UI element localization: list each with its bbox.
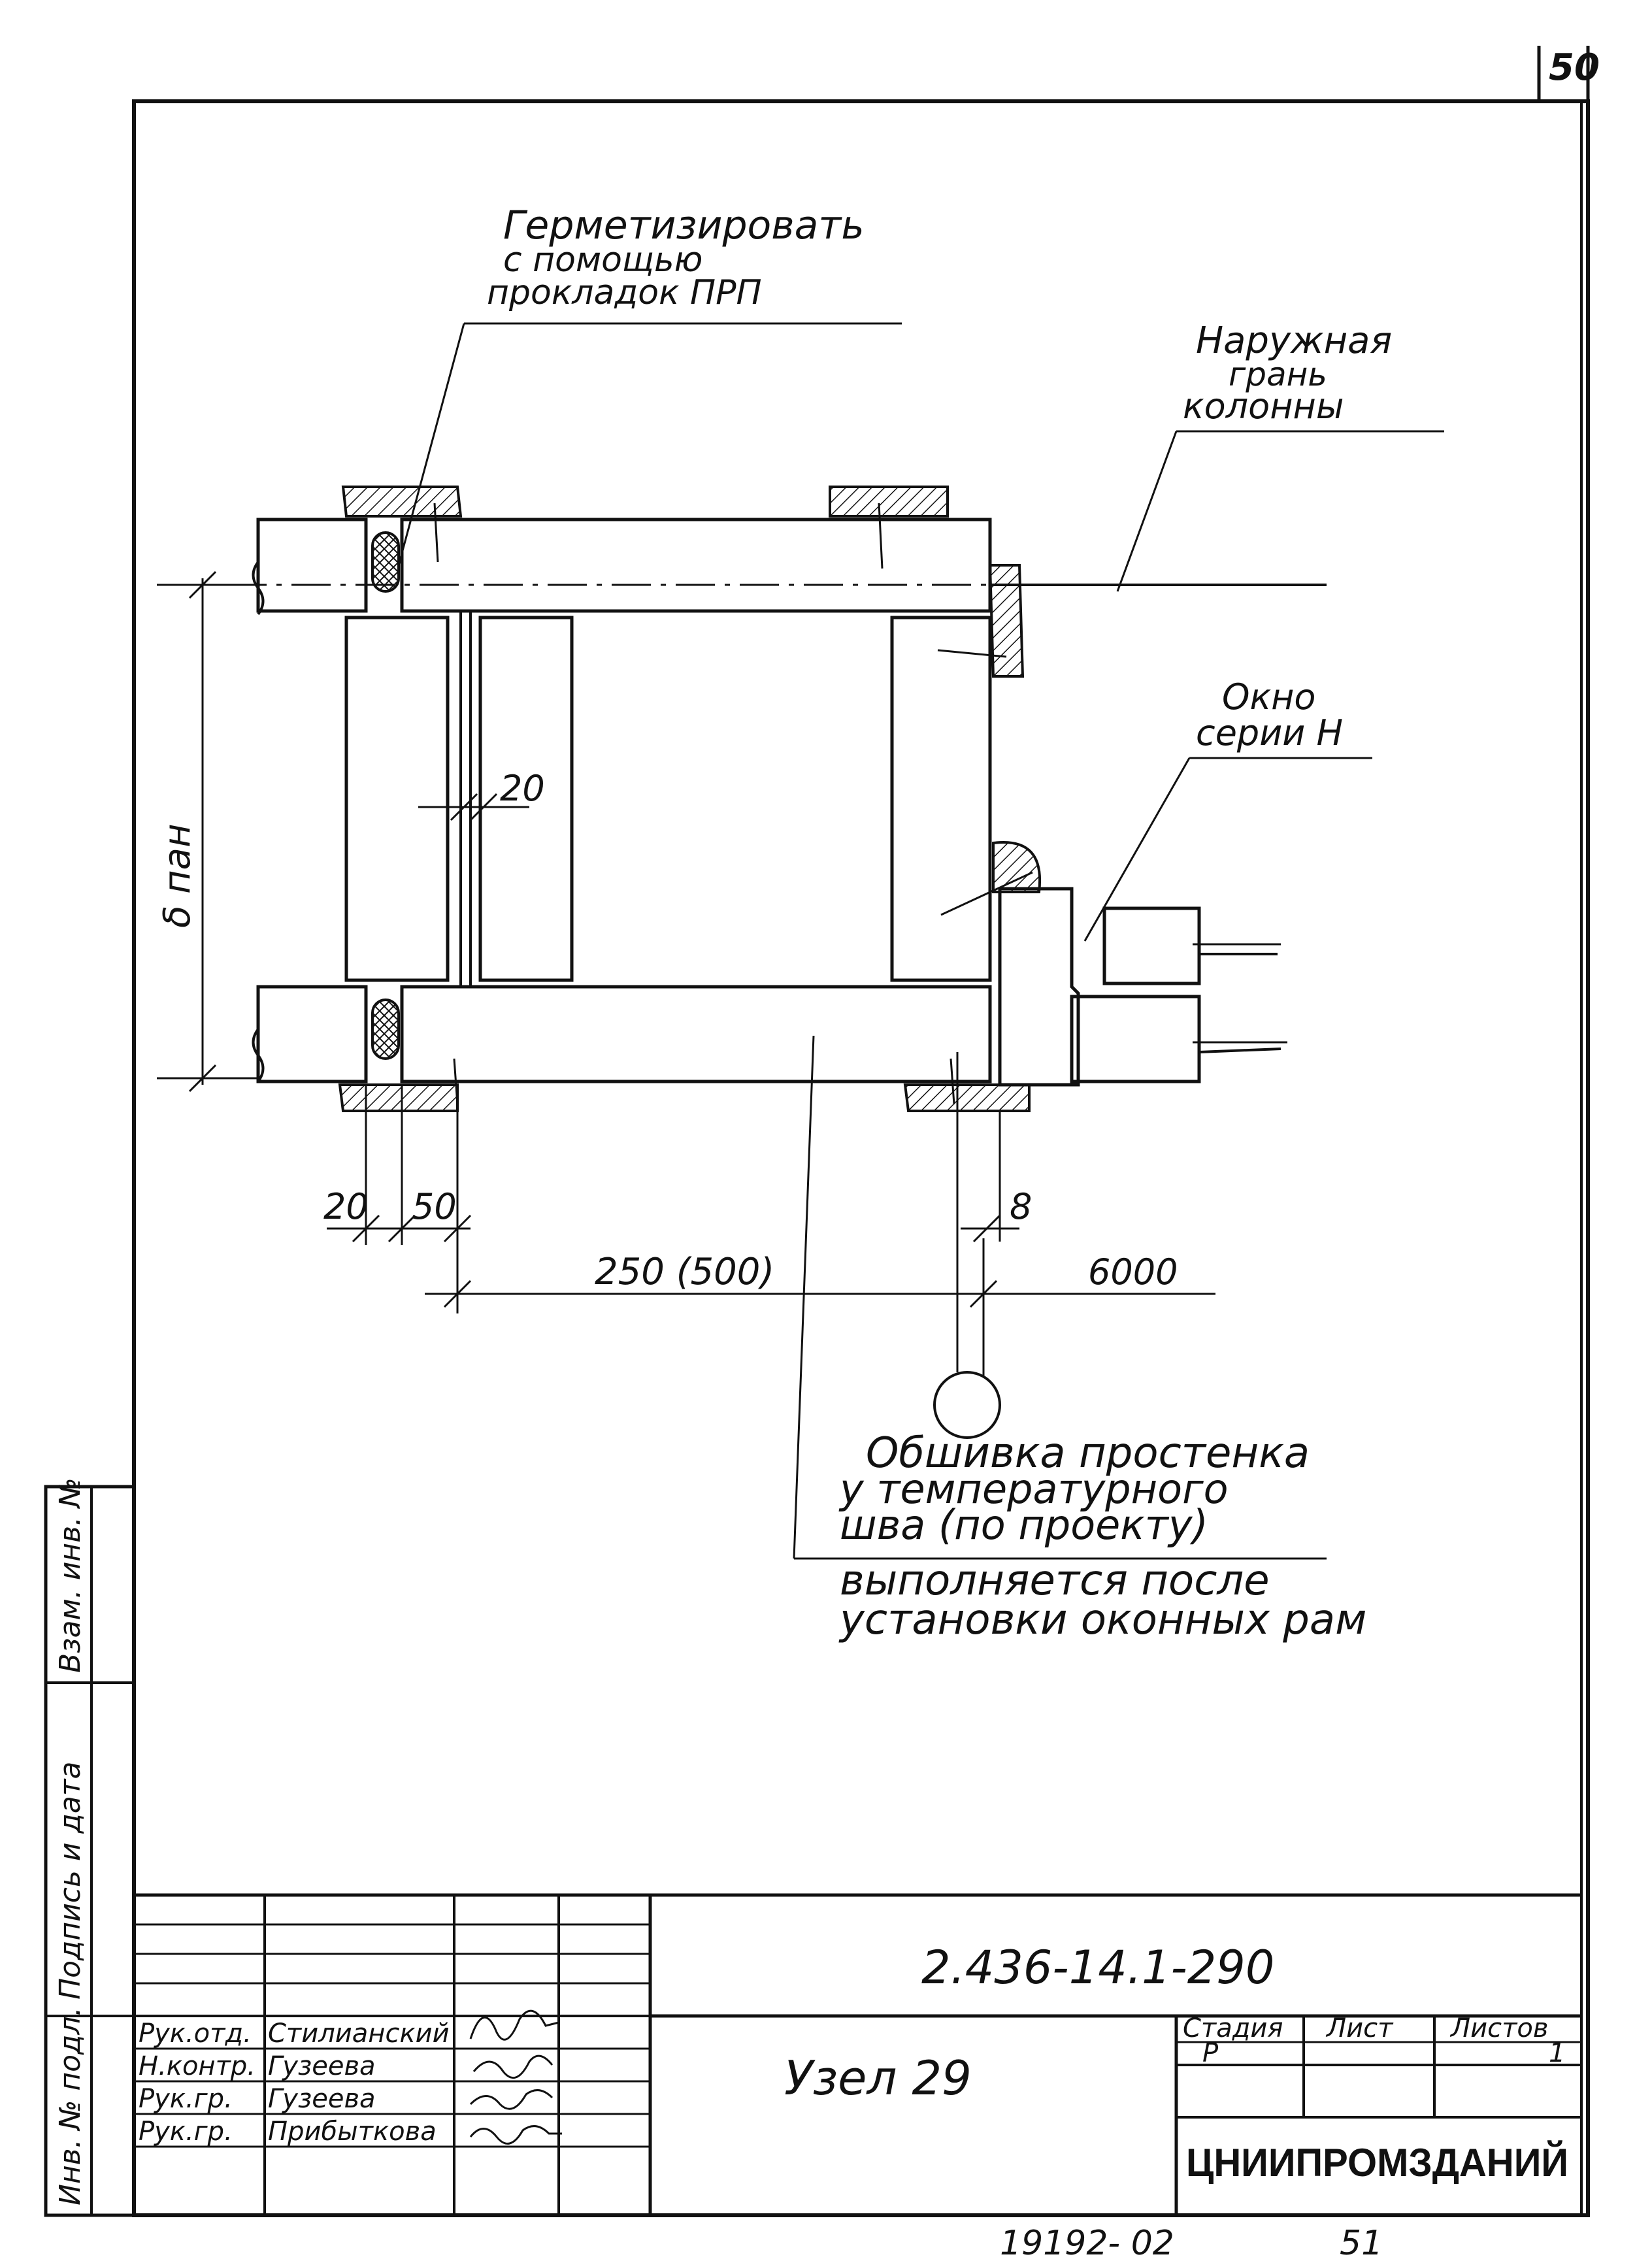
side-stamp: [44, 1485, 136, 2217]
header-sheets: Листов: [1449, 2013, 1548, 2043]
window-frame: [998, 887, 1287, 1087]
value-sheets: 1: [1549, 2038, 1565, 2068]
role-4: Рук.гр.: [139, 2117, 233, 2147]
name-4: Прибыткова: [268, 2117, 437, 2147]
header-stage: Стадия: [1183, 2013, 1283, 2043]
hatched-brackets: [338, 486, 1042, 1112]
seal-gaskets: [371, 531, 400, 1060]
dim-20: 20: [323, 1186, 369, 1227]
svg-text:Наружная: Наружная: [1196, 320, 1392, 362]
name-3: Гузеева: [268, 2084, 376, 2114]
annotation-outer-face: Наружная грань колонны: [1183, 320, 1392, 427]
side-stamp-cell-signature: Подпись и дата: [54, 1762, 87, 2000]
svg-text:с помощью: с помощью: [503, 240, 702, 280]
dim-50: 50: [412, 1186, 457, 1227]
dim-panel-thickness: δ пан: [156, 823, 199, 928]
header-sheet: Лист: [1325, 2013, 1394, 2043]
dim-250: 250 (500): [595, 1251, 774, 1293]
bottom-right-code: 51: [1340, 2224, 1383, 2261]
role-1: Рук.отд.: [139, 2019, 252, 2049]
side-stamp-cell-inventory: Инв. № подл.: [54, 2007, 87, 2205]
svg-text:выполняется после: выполняется после: [840, 1557, 1270, 1605]
svg-text:колонны: колонны: [1183, 386, 1344, 427]
name-1: Стилианский: [268, 2019, 450, 2049]
page-number: 50: [1549, 46, 1600, 89]
annotation-sealing: Герметизировать с помощью прокладок ПРП: [487, 203, 865, 312]
annotation-window: Окно серии Н: [1196, 676, 1343, 753]
bottom-left-code: 19192- 02: [1000, 2224, 1174, 2261]
signatures: [469, 2009, 562, 2145]
annotation-cladding: Обшивка простенка у температурного шва (…: [838, 1429, 1366, 1644]
title-block: [134, 1893, 1581, 2215]
svg-text:Обшивка простенка: Обшивка простенка: [866, 1429, 1310, 1477]
svg-text:грань: грань: [1229, 355, 1327, 393]
svg-text:у температурного: у температурного: [838, 1465, 1229, 1513]
dim-8: 8: [1010, 1186, 1032, 1227]
svg-text:Герметизировать: Герметизировать: [503, 203, 865, 248]
dimension-lines: [157, 322, 1444, 1560]
sheet-frame: [132, 46, 1590, 2217]
svg-text:прокладок ПРП: прокладок ПРП: [487, 273, 762, 312]
drawing-title: Узел 29: [784, 2051, 972, 2105]
value-stage: Р: [1202, 2038, 1219, 2068]
side-stamp-cell-replaced: Взам. инв. №: [54, 1477, 87, 1673]
role-3: Рук.гр.: [139, 2084, 233, 2114]
svg-text:Окно: Окно: [1222, 676, 1315, 718]
name-2: Гузеева: [268, 2051, 376, 2081]
dim-gap-20: 20: [500, 768, 545, 809]
svg-text:серии Н: серии Н: [1196, 712, 1343, 753]
document-code: 2.436-14.1-290: [921, 1941, 1274, 1994]
svg-text:установки оконных рам: установки оконных рам: [838, 1596, 1366, 1644]
organization-name: ЦНИИПРОМЗДАНИЙ: [1186, 2141, 1568, 2185]
role-2: Н.контр.: [139, 2051, 256, 2081]
svg-text:шва (по проекту): шва (по проекту): [840, 1501, 1208, 1549]
dim-6000: 6000: [1088, 1251, 1178, 1293]
